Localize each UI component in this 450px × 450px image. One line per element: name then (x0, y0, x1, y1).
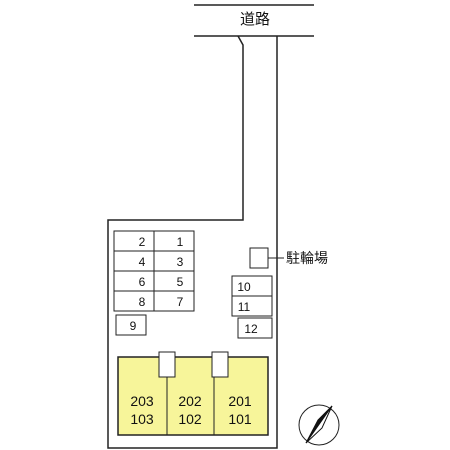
parking-number: 6 (139, 275, 146, 289)
north-arrow-icon (298, 404, 340, 446)
parking-space (231, 295, 273, 317)
building (117, 351, 269, 436)
parking-block-left (113, 230, 195, 336)
parking-number: 4 (139, 255, 146, 269)
building-outline (117, 356, 269, 436)
unit-lower: 102 (178, 411, 202, 427)
parking-space (115, 314, 147, 336)
parking-number: 10 (237, 280, 251, 294)
parking-number: 9 (130, 319, 137, 333)
parking-number: 5 (177, 275, 184, 289)
unit-upper: 203 (130, 393, 154, 409)
parking-number: 12 (244, 322, 258, 336)
parking-number: 7 (177, 295, 184, 309)
unit-lower: 101 (228, 411, 252, 427)
parking-block-right (231, 275, 273, 339)
parking-number: 3 (177, 255, 184, 269)
entrance (158, 351, 176, 378)
road-label: 道路 (239, 10, 270, 28)
parking-number: 2 (139, 235, 146, 249)
parking-number: 1 (177, 235, 184, 249)
parking-space (237, 317, 273, 339)
bicycle-parking-area (249, 247, 269, 269)
unit-lower: 103 (130, 411, 154, 427)
parking-number: 8 (139, 295, 146, 309)
parking-number: 11 (238, 300, 251, 314)
bicycle-parking-label: 駐輪場 (286, 251, 328, 267)
lot-boundary (107, 35, 278, 449)
unit-upper: 201 (228, 393, 252, 409)
entrance (211, 351, 229, 378)
unit-upper: 202 (178, 393, 202, 409)
